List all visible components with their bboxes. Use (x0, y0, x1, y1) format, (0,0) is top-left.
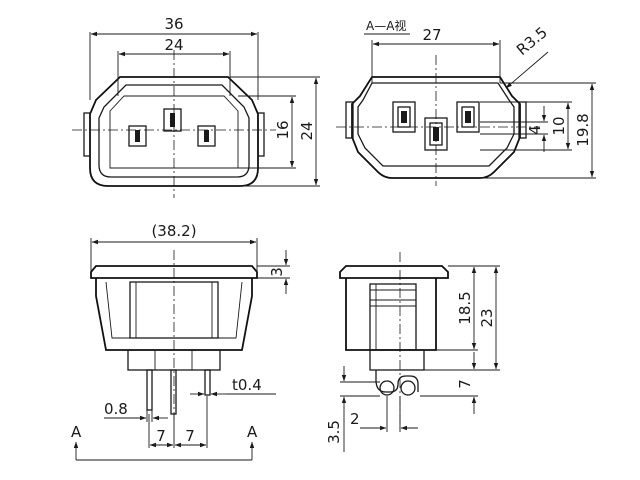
side-dim-pin-length: 7 (456, 379, 474, 389)
side-dim-total-height: 23 (478, 308, 496, 327)
section-dim-pin-gap: 4 (526, 125, 544, 135)
bottom-dim-flange-width: (38.2) (151, 222, 196, 240)
section-marker-left: A (71, 423, 82, 441)
bottom-dim-pitch-1: 7 (156, 427, 166, 445)
front-dim-height-overall: 24 (298, 121, 316, 140)
side-flange (339, 265, 449, 279)
bottom-pin-right (204, 369, 211, 396)
bottom-dim-pin-width: 0.8 (104, 400, 128, 418)
bottom-dim-pin-thickness: t0.4 (232, 376, 262, 394)
section-pin-left (392, 101, 416, 133)
section-outer-outline (351, 76, 521, 179)
bottom-pin-middle (170, 369, 177, 415)
front-pin-right (197, 125, 216, 147)
side-dim-pin-tip: 3.5 (325, 420, 343, 444)
front-pin-earth (163, 108, 182, 132)
section-dim-height-overall: 19.8 (574, 113, 592, 146)
front-dim-width-overall: 36 (164, 15, 183, 33)
section-dim-height-inner: 10 (550, 116, 568, 135)
front-dim-width-inner: 24 (164, 36, 183, 54)
front-rib-right (257, 112, 265, 157)
bottom-dim-pitch-2: 7 (185, 427, 195, 445)
section-view-title: A—A视 (366, 18, 406, 33)
front-view: 36 24 16 24 (72, 15, 320, 198)
side-terminal-block (369, 349, 425, 371)
section-marker-right: A (247, 423, 258, 441)
section-pin-right (456, 101, 480, 133)
side-body-outline (345, 278, 437, 351)
section-rib-left (345, 101, 354, 139)
front-pin-left (128, 125, 147, 147)
side-housing (369, 283, 417, 351)
bottom-pin-left (146, 369, 153, 411)
bottom-view: (38.2) 3 t0.4 0.8 7 7 A A (71, 222, 290, 461)
bottom-dim-flange-thickness: 3 (268, 267, 286, 277)
front-rib-left (83, 112, 91, 157)
section-dim-width: 27 (422, 26, 441, 44)
section-inner-outline (357, 82, 515, 167)
side-pin (375, 370, 419, 393)
front-inner-cavity (98, 84, 250, 178)
section-view: A—A视 27 R3.5 (336, 18, 596, 186)
side-dim-pin-offset: 2 (350, 410, 360, 428)
section-dim-radius: R3.5 (513, 23, 551, 59)
side-dim-body-height: 18.5 (456, 291, 474, 324)
front-dim-height-inner: 16 (274, 120, 292, 139)
side-view: 18.5 23 7 2 3.5 (325, 252, 500, 452)
